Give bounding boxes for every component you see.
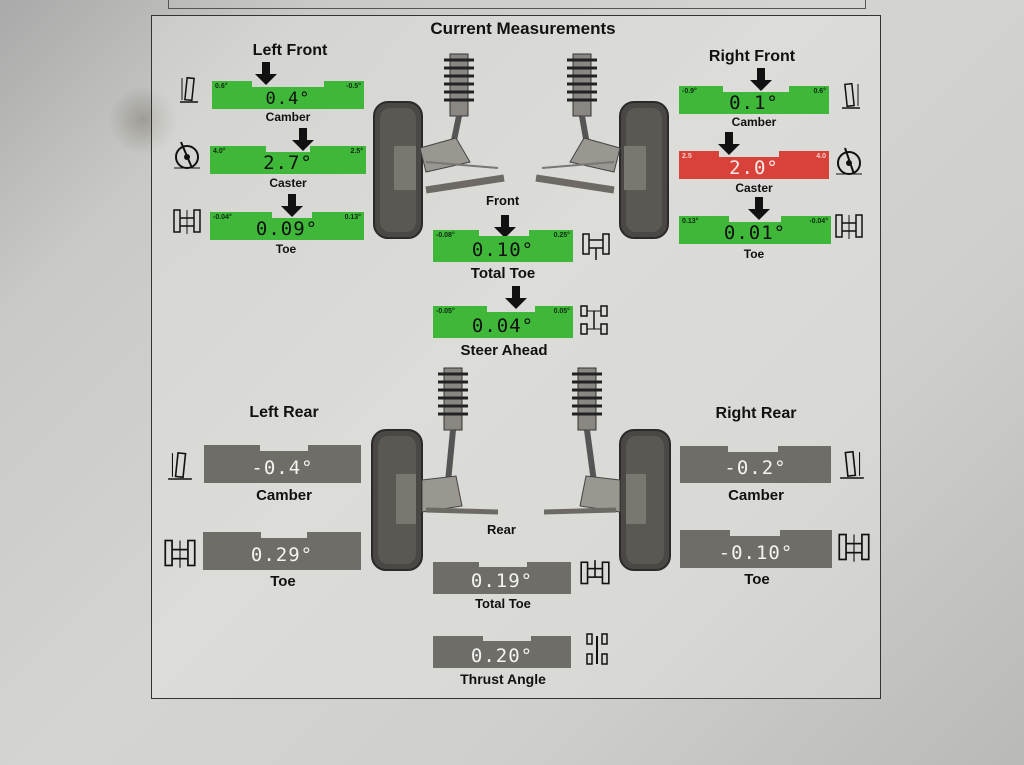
toe-icon	[162, 536, 198, 570]
right-rear-toe-label: Toe	[744, 571, 770, 588]
left-front-caster-label: Caster	[269, 176, 307, 190]
spec-max: 0.6°	[813, 88, 826, 95]
spec-max: -0.04°	[809, 218, 828, 225]
right-front-camber-label: Camber	[731, 115, 777, 129]
total-toe-icon	[578, 558, 612, 592]
right-front-camber-value: 0.1°	[729, 92, 779, 114]
right-rear-camber-value: -0.2°	[724, 457, 787, 479]
spec-min: 2.5	[682, 153, 692, 160]
left-rear-heading: Left Rear	[249, 404, 319, 421]
right-rear-heading: Right Rear	[715, 405, 797, 422]
thrust-angle-gauge: 0.20°	[433, 636, 571, 668]
left-rear-camber-value: -0.4°	[251, 457, 314, 479]
right-front-toe-label: Toe	[743, 247, 765, 261]
right-front-heading: Right Front	[708, 48, 796, 65]
left-rear-camber-label: Camber	[256, 487, 312, 504]
right-front-caster-value: 2.0°	[729, 157, 779, 179]
left-front-camber-value: 0.4°	[265, 89, 311, 109]
right-front-caster-gauge: 2.5 4.0 2.0°	[679, 151, 829, 179]
spec-min: 4.0°	[213, 148, 226, 155]
rear-total-toe-value: 0.19°	[470, 570, 534, 592]
rear-axle-label: Rear	[487, 522, 516, 537]
spec-min: 0.13°	[682, 218, 699, 225]
toe-icon	[834, 211, 864, 241]
right-front-toe-gauge: 0.13° -0.04° 0.01°	[679, 216, 831, 244]
camber-icon	[166, 448, 194, 482]
steer-ahead-value: 0.04°	[471, 315, 535, 337]
left-rear-toe-label: Toe	[270, 573, 296, 590]
left-front-toe-gauge: -0.04° 0.13° 0.09°	[210, 212, 364, 240]
toe-icon	[172, 206, 202, 236]
spec-max: 0.05°	[553, 308, 570, 315]
left-front-camber-label: Camber	[265, 110, 311, 124]
right-front-camber-gauge: -0.9° 0.6° 0.1°	[679, 86, 829, 114]
thrust-angle-icon	[584, 632, 610, 668]
spec-min: -0.9°	[682, 88, 697, 95]
left-rear-camber-gauge: -0.4°	[204, 445, 361, 483]
caster-icon	[172, 140, 202, 170]
front-total-toe-label: Total Toe	[470, 265, 536, 282]
spec-min: -0.04°	[213, 214, 232, 221]
steer-ahead-label: Steer Ahead	[460, 342, 548, 359]
front-total-toe-gauge: -0.08° 0.25° 0.10°	[433, 230, 573, 262]
thrust-angle-value: 0.20°	[470, 645, 534, 667]
front-total-toe-value: 0.10°	[471, 239, 535, 261]
rear-total-toe-gauge: 0.19°	[433, 562, 571, 594]
toe-icon	[836, 530, 872, 564]
steer-ahead-icon	[578, 304, 610, 336]
right-rear-toe-gauge: -0.10°	[680, 530, 832, 568]
steer-ahead-gauge: -0.05° 0.05° 0.04°	[433, 306, 573, 338]
front-axle-label: Front	[486, 193, 520, 208]
left-rear-toe-value: 0.29°	[250, 544, 314, 566]
right-rear-camber-label: Camber	[728, 487, 784, 504]
thrust-angle-label: Thrust Angle	[460, 671, 546, 687]
spec-min: -0.05°	[436, 308, 455, 315]
camber-icon	[176, 74, 202, 104]
right-rear-toe-value: -0.10°	[718, 542, 794, 564]
camber-icon	[838, 80, 864, 110]
camber-icon	[838, 446, 866, 482]
right-front-caster-label: Caster	[735, 181, 773, 195]
paper-smudge	[108, 85, 178, 155]
total-toe-icon	[580, 230, 612, 262]
left-front-toe-label: Toe	[275, 242, 297, 256]
spec-min: 0.6°	[215, 83, 228, 90]
left-front-caster-value: 2.7°	[263, 152, 313, 174]
spec-max: 0.13°	[344, 214, 361, 221]
left-rear-toe-gauge: 0.29°	[203, 532, 361, 570]
spec-max: 2.5°	[350, 148, 363, 155]
previous-section-frame	[168, 0, 866, 9]
rear-suspension-diagram	[368, 364, 674, 574]
left-front-heading: Left Front	[252, 42, 328, 59]
left-front-caster-gauge: 4.0° 2.5° 2.7°	[210, 146, 366, 174]
spec-min: -0.08°	[436, 232, 455, 239]
left-front-camber-gauge: 0.6° -0.5° 0.4°	[212, 81, 364, 109]
left-front-toe-value: 0.09°	[255, 218, 319, 240]
spec-max: 4.0	[816, 153, 826, 160]
rear-total-toe-label: Total Toe	[475, 596, 531, 611]
spec-max: -0.5°	[346, 83, 361, 90]
right-rear-camber-gauge: -0.2°	[680, 446, 831, 483]
right-front-toe-value: 0.01°	[723, 222, 787, 244]
caster-icon	[834, 146, 864, 176]
spec-max: 0.25°	[553, 232, 570, 239]
front-suspension-diagram	[370, 50, 670, 242]
report-title: Current Measurements	[430, 19, 616, 38]
